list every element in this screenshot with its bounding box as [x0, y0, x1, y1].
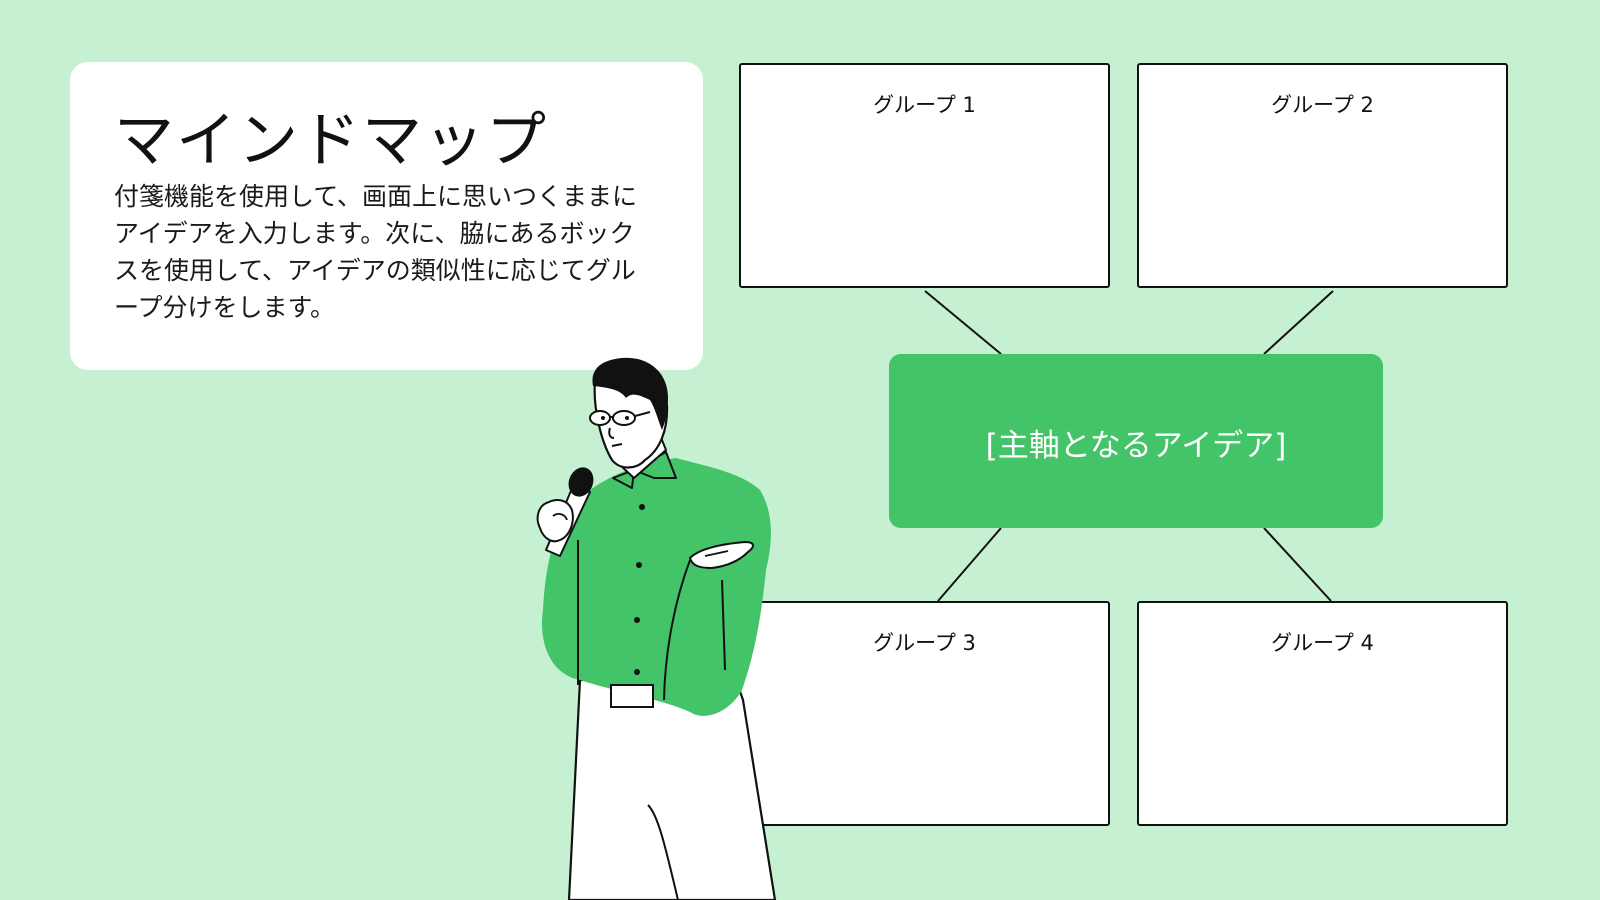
group-label-2: グループ 2 — [1271, 93, 1374, 117]
page-title: マインドマップ — [114, 106, 548, 176]
title-card: マインドマップ 付箋機能を使用して、画面上に思いつくままにアイデアを入力します。… — [70, 62, 703, 370]
hair — [592, 357, 668, 430]
group-box-1[interactable]: グループ 1 — [739, 63, 1110, 288]
group-label-4: グループ 4 — [1271, 631, 1374, 655]
mic-hand — [536, 499, 574, 543]
connector-group-2 — [1263, 290, 1334, 355]
belt-buckle — [610, 684, 654, 708]
connector-group-3 — [937, 527, 1002, 602]
connector-group-4 — [1263, 527, 1332, 602]
group-box-3[interactable]: グループ 3 — [739, 601, 1110, 826]
shirt — [542, 458, 771, 716]
glasses — [589, 410, 651, 426]
connector-group-1 — [924, 290, 1002, 355]
group-box-4[interactable]: グループ 4 — [1137, 601, 1508, 826]
group-box-2[interactable]: グループ 2 — [1137, 63, 1508, 288]
instructions-text: 付箋機能を使用して、画面上に思いつくままにアイデアを入力します。次に、脇にあるボ… — [114, 182, 638, 322]
pants — [567, 678, 777, 900]
center-idea-node[interactable]: [主軸となるアイデア] — [889, 354, 1383, 528]
center-idea-label: [主軸となるアイデア] — [985, 428, 1287, 464]
group-label-3: グループ 3 — [873, 631, 976, 655]
open-hand — [689, 541, 754, 569]
group-label-1: グループ 1 — [873, 93, 976, 117]
